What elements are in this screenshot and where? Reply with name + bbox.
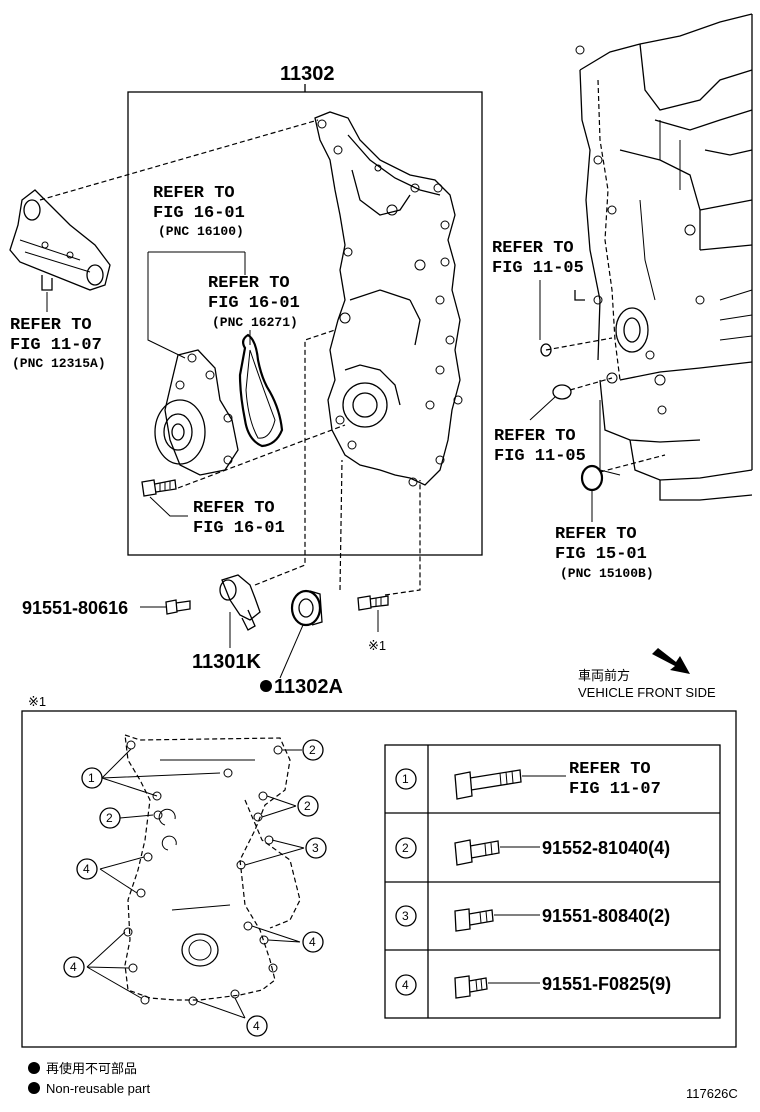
water-pump-ref-line3: (PNC 16100) (158, 224, 244, 239)
callout-leaders (86, 748, 305, 1019)
block-ring-illustration (552, 384, 572, 400)
timing-cover-illustration (314, 111, 463, 487)
row-ref-line2: FIG 11-07 (569, 780, 661, 799)
gasket-ref-line3: (PNC 16271) (212, 315, 298, 330)
bolt-left-illustration (165, 599, 191, 615)
table-row: 2 91552-81040(4) (395, 837, 670, 866)
water-pump-illustration (154, 349, 239, 476)
mount-ref-line1: REFER TO (10, 316, 92, 335)
table-row: 4 91551-F0825(9) (395, 974, 671, 999)
svg-text:4: 4 (70, 960, 77, 974)
bolt-left-part-number: 91551-80616 (22, 598, 128, 618)
row-index: 1 (402, 772, 409, 786)
svg-text:1: 1 (88, 771, 95, 785)
vehicle-front-en: VEHICLE FRONT SIDE (578, 685, 716, 700)
mount-ref-line2: FIG 11-07 (10, 336, 102, 355)
row-part-number: 91551-80840(2) (542, 906, 670, 926)
gasket-ref-line1: REFER TO (208, 274, 290, 293)
callout-circles: 1 2 4 4 2 2 3 4 4 (63, 739, 327, 1037)
table-row: 3 91551-80840(2) (395, 905, 670, 932)
row-index: 4 (402, 978, 409, 992)
block-ref-b-line2: FIG 11-05 (494, 447, 586, 466)
svg-text:4: 4 (83, 862, 90, 876)
engine-block-illustration (574, 13, 753, 501)
block-ref-b-line1: REFER TO (494, 427, 576, 446)
svg-text:3: 3 (312, 841, 319, 855)
block-ref-a-line1: REFER TO (492, 239, 574, 258)
bolt-table: 1 REFER TO FIG 11-07 2 91552-81040(4) (384, 744, 721, 1019)
detail-frame (21, 710, 737, 1048)
assembly-number: 11302 (280, 63, 335, 85)
medium-bolt-icon (454, 839, 500, 866)
pump-bolt-illustration (141, 479, 177, 497)
detail-note-mark: ※1 (28, 694, 46, 709)
assembly-frame (127, 91, 483, 556)
gasket-ref-line2: FIG 16-01 (208, 294, 300, 313)
legend-dot-jp (28, 1062, 40, 1074)
sensor-illustration (219, 574, 261, 631)
non-reusable-marker (260, 680, 272, 692)
oring-ref-line3: (PNC 15100B) (560, 566, 654, 581)
row-index: 3 (402, 909, 409, 923)
vehicle-front-arrow-icon (652, 648, 690, 674)
table-row: 1 REFER TO FIG 11-07 (395, 760, 661, 800)
water-pump-ref-line1: REFER TO (153, 184, 235, 203)
row-part-number: 91551-F0825(9) (542, 974, 671, 994)
row-part-number: 91552-81040(4) (542, 838, 670, 858)
mount-ref-line3: (PNC 12315A) (12, 356, 106, 371)
sensor-part-number: 11301K (192, 651, 262, 673)
block-ref-a-line2: FIG 11-05 (492, 259, 584, 278)
bolt-ref-line1: REFER TO (193, 499, 275, 518)
seal-illustration (290, 589, 323, 627)
row-ref-line1: REFER TO (569, 760, 651, 779)
legend-dot-en (28, 1082, 40, 1094)
oring-ref-line2: FIG 15-01 (555, 545, 647, 564)
svg-text:2: 2 (106, 811, 113, 825)
bolt-right-illustration (357, 595, 389, 611)
bolt-ref-line2: FIG 16-01 (193, 519, 285, 538)
svg-text:4: 4 (309, 935, 316, 949)
long-bolt-icon (454, 769, 522, 800)
oring-ref-line1: REFER TO (555, 525, 637, 544)
mount-bracket-illustration (9, 189, 111, 291)
seal-part-number: 11302A (274, 676, 343, 698)
svg-text:2: 2 (309, 743, 316, 757)
svg-text:4: 4 (253, 1019, 260, 1033)
svg-text:2: 2 (304, 799, 311, 813)
block-plug-illustration (540, 343, 552, 357)
vehicle-front-jp: 車両前方 (578, 668, 630, 683)
legend-jp: 再使用不可部品 (46, 1061, 137, 1076)
oring-illustration (580, 464, 604, 492)
row-index: 2 (402, 841, 409, 855)
legend-en: Non-reusable part (46, 1081, 150, 1096)
short-bolt-icon (454, 908, 494, 932)
water-pump-ref-line2: FIG 16-01 (153, 204, 245, 223)
flange-bolt-icon (454, 975, 488, 999)
figure-id: 117626C (686, 1086, 738, 1101)
detail-cover-outline (123, 734, 301, 1006)
bolt-note-mark: ※1 (368, 638, 386, 653)
